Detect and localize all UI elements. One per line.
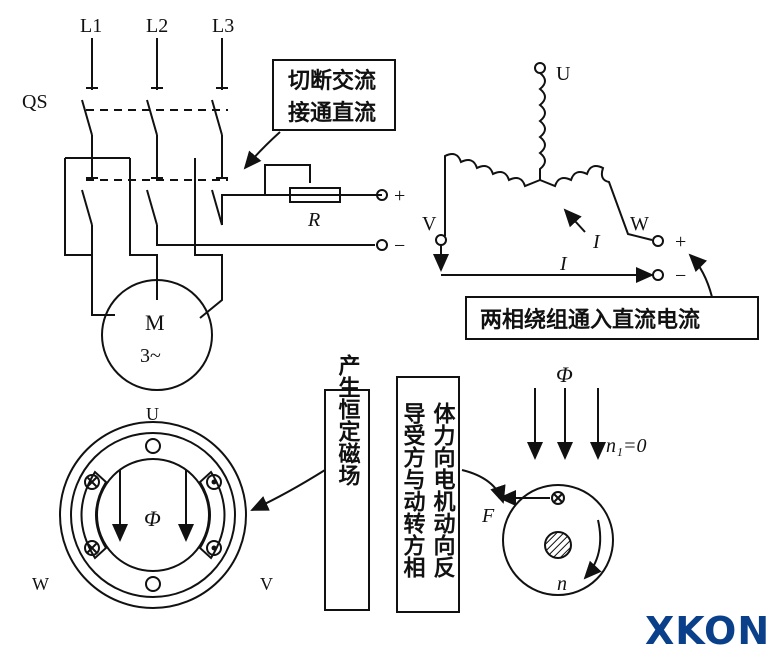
label-minus-left: − [394,235,405,257]
callout-cut-ac-line1: 切断交流 [288,68,376,94]
label-l2: L2 [146,15,168,37]
terminal-minus-left [376,239,388,251]
label-plus-left: + [394,185,405,207]
callout-force-col2: 体力向电机动向反 [430,402,456,579]
label-plus-right: + [675,231,686,253]
motor [101,279,213,391]
callout-constant-field-text: 产生恒定磁场 [335,354,361,487]
label-l3: L3 [212,15,234,37]
rotor-shaft [544,531,572,559]
label-v-bottom: V [260,574,273,594]
label-r: R [307,209,320,231]
callout-cut-ac-line2: 接通直流 [288,100,376,126]
label-current-i2: I [559,253,568,275]
callout-constant-field [324,389,370,611]
label-minus-right: − [675,265,686,287]
callout-two-phase-dc [465,296,759,340]
label-current-i1: I [592,231,601,253]
terminal-plus-left [376,189,388,201]
star-winding [433,62,664,283]
label-f: F [481,505,495,527]
label-n: n [557,573,567,595]
callout-force-col1: 导受方与动转方相 [400,402,426,578]
label-w-right: W [630,213,649,235]
label-u-top: U [556,63,571,85]
motor-wiring [64,157,382,319]
label-w-bottom: W [32,574,49,594]
qs-switch [81,38,228,226]
rotor-diagram [498,388,614,596]
callout-two-phase-dc-text: 两相绕组通入直流电流 [480,307,700,333]
label-l1: L1 [80,15,102,37]
label-n1-eq: n₁=0 [606,435,646,457]
brand-logo: XKON [645,609,766,649]
callout-cut-ac [272,59,396,131]
callout-force [396,376,460,613]
label-motor-m: M [145,310,165,335]
label-u-bottom: U [146,404,159,424]
label-phi-rotor: Φ [556,362,573,387]
stator-section [59,421,247,609]
label-phi-stator: Φ [144,506,161,531]
label-v-right: V [422,213,437,235]
label-motor-phase: 3~ [140,345,161,367]
label-qs: QS [22,91,48,113]
